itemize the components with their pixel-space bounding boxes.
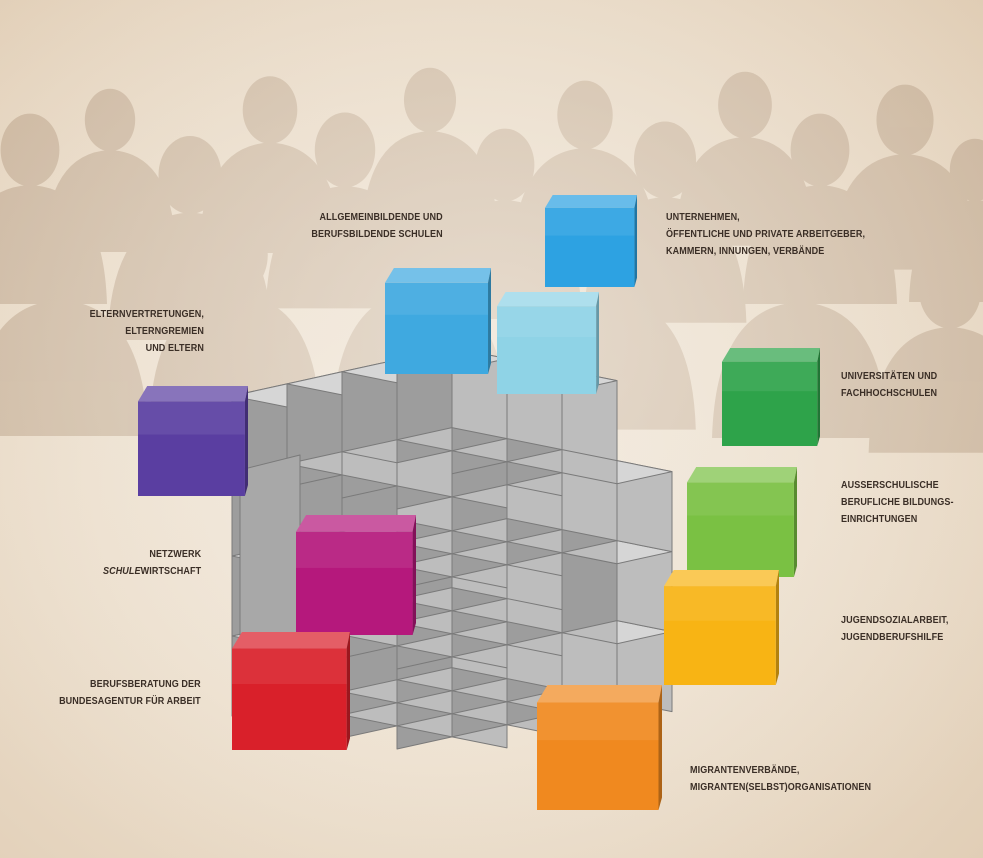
grey-cubie — [561, 540, 673, 634]
label-jugend: JUGENDSOZIALARBEIT,JUGENDBERUFSHILFE — [841, 614, 949, 643]
cube-netzwerk — [296, 515, 416, 635]
cube-light-blue — [497, 292, 599, 394]
label-unternehmen: UNTERNEHMEN,ÖFFENTLICHE UND PRIVATE ARBE… — [666, 211, 866, 257]
netzwerk-italic: SCHULE — [102, 565, 141, 577]
cube-schulen — [385, 268, 491, 374]
cube-universitaeten — [722, 348, 820, 446]
cube-unternehmen — [545, 195, 637, 287]
cube-ausserschulisch — [687, 467, 797, 577]
cube-eltern — [138, 386, 248, 496]
cube-jugend — [664, 570, 779, 685]
label-migranten: MIGRANTENVERBÄNDE,MIGRANTEN(SELBST)ORGAN… — [690, 764, 872, 793]
cube-berufsberatung — [232, 632, 350, 750]
cube-migranten — [537, 685, 662, 810]
